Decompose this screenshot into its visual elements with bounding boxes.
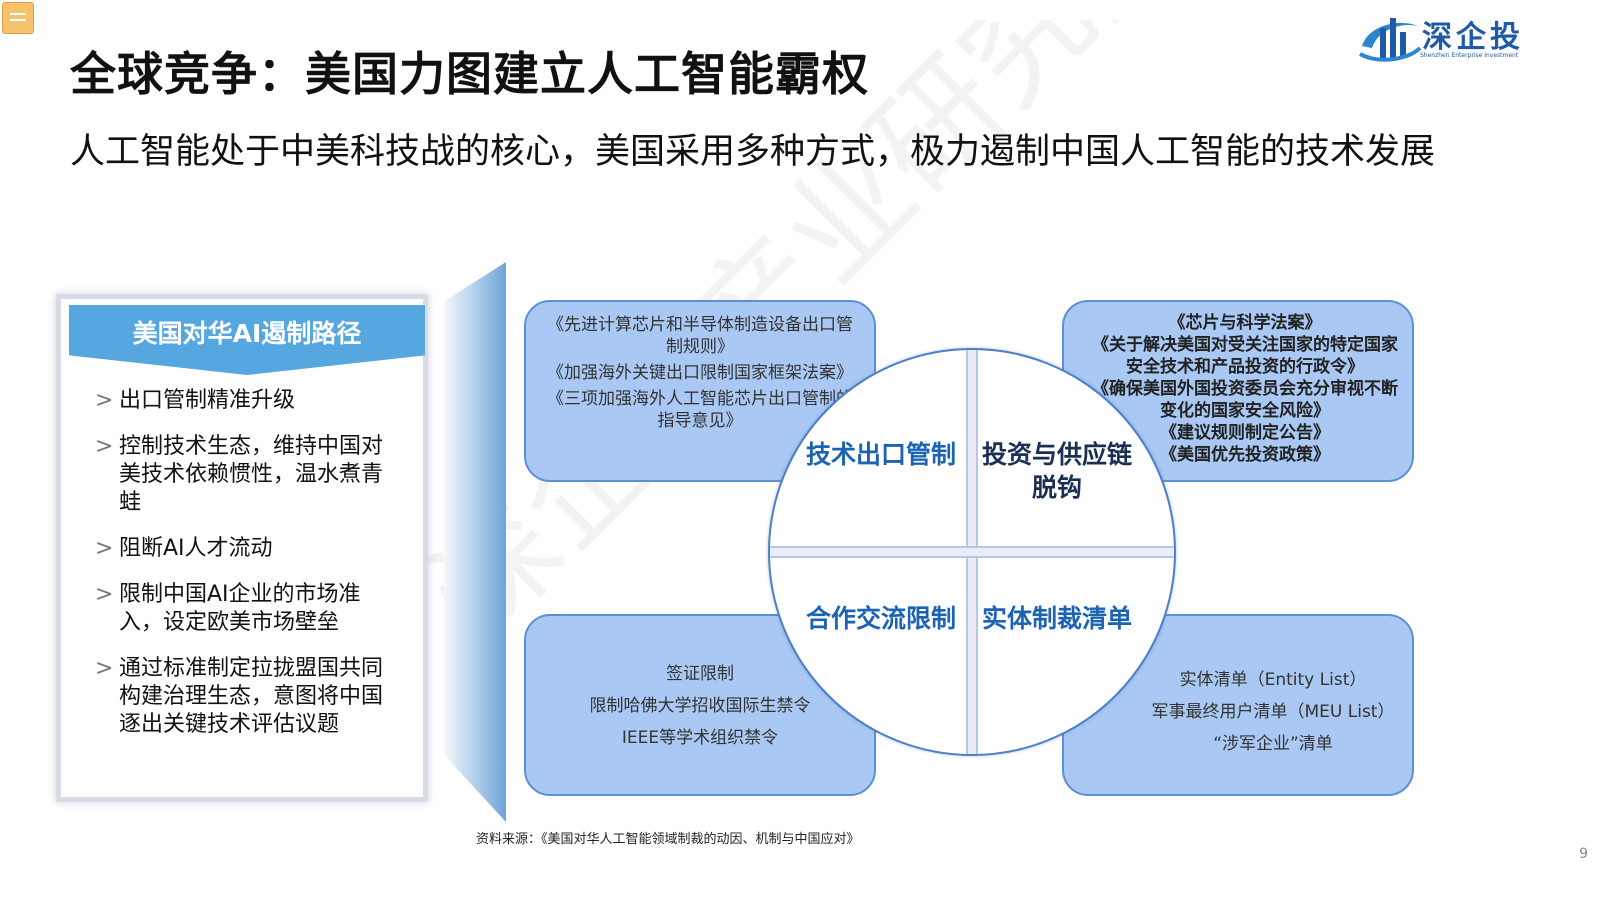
- quadrant-exchange: 合作交流限制: [806, 604, 957, 633]
- exchange-box: 签证限制 限制哈佛大学招收国际生禁令 IEEE等学术组织禁令: [524, 614, 876, 796]
- logo-subtitle: Shenzhen Enterprise Investment: [1420, 52, 1519, 59]
- box-text: 《先进计算芯片和半导体制造设备出口管制规则》: [547, 315, 853, 357]
- containment-path-panel: 美国对华AI遏制路径 >出口管制精准升级 >控制技术生态，维持中国对美技术依赖惯…: [56, 294, 428, 802]
- box-text: 《确保美国外国投资委员会充分审视不断变化的国家安全风险》: [1092, 379, 1398, 421]
- panel-list: >出口管制精准升级 >控制技术生态，维持中国对美技术依赖惯性，温水煮青蛙 >阻断…: [95, 387, 395, 757]
- chevron-right-icon: >: [95, 434, 114, 459]
- box-text: 实体清单（Entity List）: [1179, 670, 1367, 690]
- logo-name: 深企投: [1422, 20, 1524, 55]
- list-item: >出口管制精准升级: [95, 388, 296, 413]
- box-text: 军事最终用户清单（MEU List）: [1151, 702, 1395, 722]
- connector-shape: [444, 262, 506, 822]
- box-text: 《关于解决美国对受关注国家的特定国家安全技术和产品投资的行政令》: [1092, 335, 1398, 377]
- quadrant-tech-export: 技术出口管制: [806, 440, 957, 469]
- box-text: 限制哈佛大学招收国际生禁令: [589, 696, 811, 716]
- list-item: >阻断AI人才流动: [95, 536, 273, 561]
- chevron-right-icon: >: [95, 582, 114, 607]
- page-subtitle: 人工智能处于中美科技战的核心，美国采用多种方式，极力遏制中国人工智能的技术发展: [70, 132, 1436, 172]
- divider: [770, 546, 1174, 558]
- list-item: >通过标准制定拉拢盟国共同构建治理生态，意图将中国逐出关键技术评估议题: [95, 656, 384, 737]
- quadrant-entity: 实体制裁清单: [982, 604, 1133, 633]
- comment-icon[interactable]: [2, 2, 34, 34]
- box-text: 签证限制: [666, 664, 734, 684]
- box-text: IEEE等学术组织禁令: [621, 728, 779, 748]
- tech-export-box: 《先进计算芯片和半导体制造设备出口管制规则》 《加强海外关键出口限制国家框架法案…: [524, 300, 876, 482]
- box-text: 《建议规则制定公告》: [1160, 423, 1330, 443]
- chevron-right-icon: >: [95, 388, 114, 413]
- box-text: 《加强海外关键出口限制国家框架法案》: [547, 363, 853, 383]
- panel-title: 美国对华AI遏制路径: [69, 305, 425, 375]
- source-note: 资料来源：《美国对华人工智能领域制裁的动因、机制与中国应对》: [476, 832, 860, 847]
- page-number: 9: [1579, 846, 1588, 862]
- chevron-right-icon: >: [95, 656, 114, 681]
- list-item: >控制技术生态，维持中国对美技术依赖惯性，温水煮青蛙: [95, 434, 384, 515]
- box-text: 《三项加强海外人工智能芯片出口管制的指导意见》: [547, 389, 853, 431]
- list-item: >限制中国AI企业的市场准入，设定欧美市场壁垒: [95, 582, 361, 635]
- logo-icon: [1359, 18, 1422, 62]
- box-text: “涉军企业”清单: [1213, 734, 1333, 754]
- box-text: 《芯片与科学法案》: [1168, 313, 1322, 333]
- page-title: 全球竞争：美国力图建立人工智能霸权: [70, 47, 869, 101]
- box-text: 《美国优先投资政策》: [1160, 445, 1330, 465]
- quadrant-invest-supply: 投资与供应链脱钩: [982, 440, 1133, 502]
- chevron-right-icon: >: [95, 536, 114, 561]
- quadrant-circle: 技术出口管制 投资与供应链脱钩 合作交流限制 实体制裁清单: [768, 348, 1176, 756]
